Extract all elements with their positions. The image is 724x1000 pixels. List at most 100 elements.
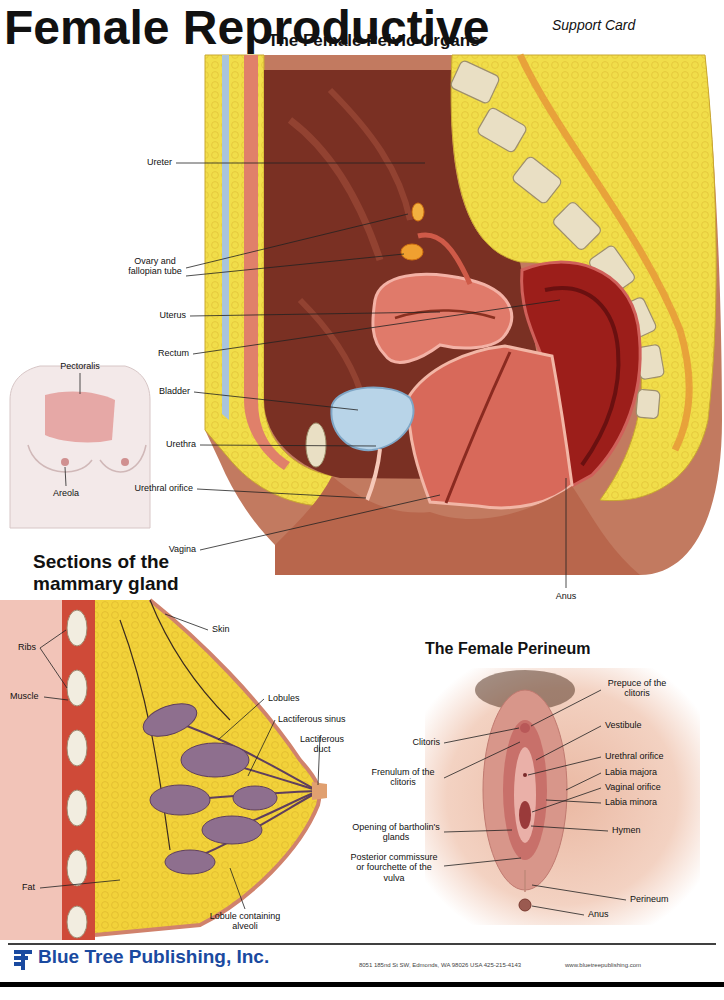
perineum-illustration [524, 870, 526, 892]
perineum-illustration [425, 668, 700, 925]
leader-line [218, 699, 264, 740]
leader-line [193, 300, 560, 354]
pelvic-section [205, 55, 722, 575]
mammary-section [67, 790, 87, 826]
leader-line [165, 614, 208, 630]
pelvic-section [306, 423, 326, 467]
leader-line [44, 697, 68, 700]
pelvic-section [222, 55, 229, 420]
footer-rule [0, 982, 724, 987]
subtitle: Support Card [552, 17, 635, 33]
mammary-section [312, 782, 327, 800]
pelvic-section [636, 389, 660, 419]
mammary-section [165, 850, 215, 874]
leader-line [546, 800, 601, 803]
part-label: Areola [53, 488, 79, 498]
mammary-section [139, 697, 277, 874]
leader-line [566, 478, 567, 588]
mammary-section [139, 697, 201, 742]
pelvic-section [418, 235, 470, 284]
mammary-section [67, 610, 87, 646]
section-heading: The Female Perineum [425, 640, 590, 658]
torso-inset [61, 458, 69, 466]
torso-inset [45, 391, 115, 442]
torso-inset [100, 445, 146, 472]
part-label: Urethral orifice [605, 751, 664, 761]
perineum-illustration [523, 773, 527, 777]
leader-line [532, 788, 601, 812]
mammary-section [233, 786, 277, 810]
mammary-section [67, 850, 87, 886]
part-label: Lactiferous duct [293, 734, 351, 755]
leader-line [176, 163, 425, 164]
leader-line [531, 690, 601, 726]
footer-rule [0, 944, 724, 987]
part-label: Vestibule [605, 720, 642, 730]
part-label: Fat [22, 882, 35, 892]
perineum-illustration [483, 690, 567, 890]
leader-line [40, 648, 67, 688]
footer-rule [21, 950, 25, 970]
leader-line [248, 720, 275, 776]
mammary-section [0, 600, 62, 940]
leader-line [444, 728, 519, 743]
leader-line [531, 826, 608, 831]
part-label: Perineum [630, 894, 669, 904]
perineum-illustration [519, 899, 531, 911]
pelvic-section [408, 346, 572, 508]
leader-line [444, 742, 520, 778]
footer-note: 8051 185nd St SW, Edmonds, WA 98026 USA … [359, 962, 521, 969]
mammary-section [150, 785, 210, 815]
mammary-section [67, 670, 87, 706]
leader-line [230, 868, 245, 909]
part-label: Ureter [147, 157, 172, 167]
leader-line [444, 830, 512, 832]
leader-line [80, 373, 81, 394]
leader-line [194, 392, 358, 410]
pelvic-section [511, 155, 563, 204]
torso-inset [28, 445, 92, 472]
part-label: Posterior commissure or fourchette of th… [348, 852, 440, 883]
pelvic-section [373, 274, 512, 362]
part-label: Labia minora [605, 797, 657, 807]
part-label: Vaginal orifice [605, 782, 661, 792]
part-label: Muscle [10, 691, 39, 701]
leader-line [532, 906, 584, 915]
part-label: Hymen [612, 825, 641, 835]
torso-inset [10, 366, 150, 528]
footer-note: www.bluetreepublishing.com [565, 962, 641, 969]
pelvic-section [330, 90, 410, 220]
part-label: Anus [588, 909, 609, 919]
part-label: Lobules [268, 693, 300, 703]
mammary-section [170, 720, 316, 790]
perineum-illustration [425, 668, 700, 925]
leader-line [186, 254, 404, 276]
leader-line [566, 773, 601, 790]
pelvic-section [450, 60, 501, 105]
footer-rule [8, 943, 716, 945]
leader-line [40, 630, 66, 648]
leader-line [528, 757, 601, 775]
pelvic-section [446, 352, 510, 503]
mammary-section [95, 600, 319, 935]
leader-line [186, 214, 408, 268]
part-label: Frenulum of the clitoris [366, 767, 440, 788]
mammary-section [202, 816, 262, 844]
part-label: Vagina [169, 544, 196, 554]
mammary-section [150, 600, 230, 720]
leader-line [197, 489, 366, 498]
pelvic-section [476, 107, 527, 154]
mammary-section [181, 743, 249, 777]
part-label: Labia majora [605, 767, 657, 777]
pelvic-section [401, 244, 423, 260]
part-label: Skin [212, 624, 230, 634]
perineum-illustration [519, 801, 531, 829]
part-label: Clitoris [412, 737, 440, 747]
section-heading: Sections of the mammary gland [33, 551, 243, 595]
part-label: Prepuce of the clitoris [605, 678, 669, 699]
mammary-section [95, 600, 319, 935]
part-label: Ovary and fallopian tube [128, 256, 182, 277]
part-label: Urethral orifice [134, 483, 193, 493]
part-label: Urethra [166, 439, 196, 449]
